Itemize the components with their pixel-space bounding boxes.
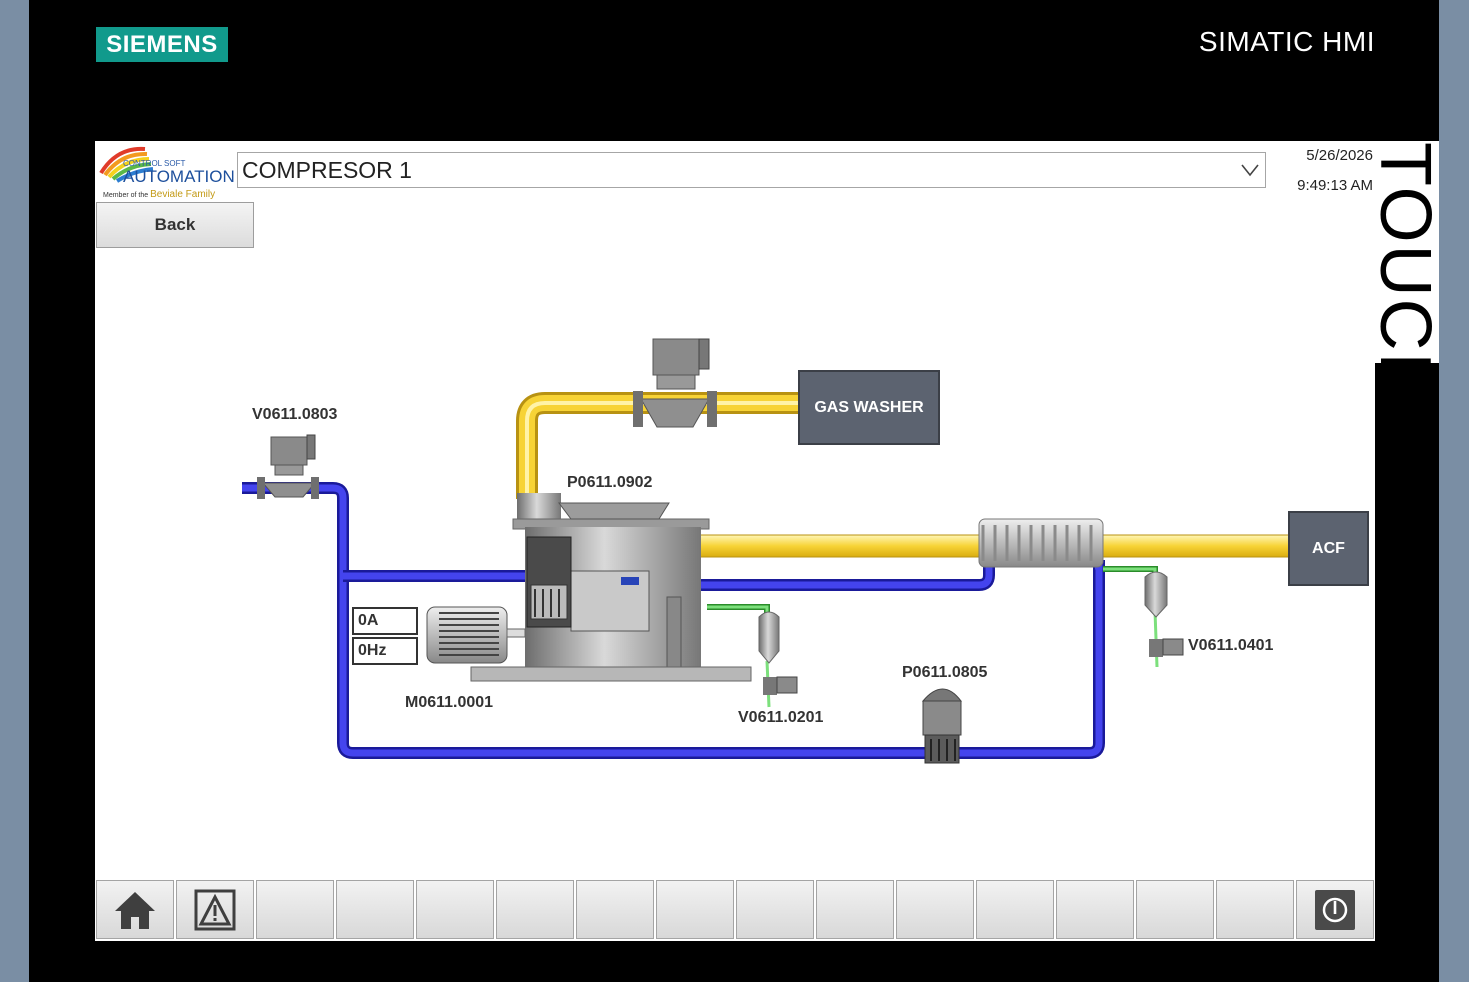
function-key-14[interactable] [1136,880,1214,939]
simatic-hmi-brand: SIMATIC HMI [1198,26,1375,57]
function-key-6[interactable] [496,880,574,939]
water-pipe-loop [242,482,1105,759]
home-button[interactable] [96,880,174,939]
pump-label: P0611.0805 [902,664,988,681]
process-diagram [242,338,1291,764]
function-key-9[interactable] [736,880,814,939]
function-key-10[interactable] [816,880,894,939]
motor-current-readout: 0A [352,607,418,635]
function-key-11[interactable] [896,880,974,939]
drain-separator-1-icon [758,611,798,695]
chevron-down-icon [1241,164,1259,177]
gas-pipe-top [516,392,799,499]
valve-top-icon [633,338,717,428]
function-key-4[interactable] [336,880,414,939]
back-button[interactable]: Back [96,202,254,248]
function-key-3[interactable] [256,880,334,939]
function-key-12[interactable] [976,880,1054,939]
logo-member-family: Beviale Family [150,189,216,200]
valve-label-v0611-0803: V0611.0803 [252,406,338,423]
power-icon [1315,889,1355,930]
company-logo: CONTROL SOFT AUTOMATION Member of the Be… [97,143,235,200]
date-display: 5/26/2026 [1306,147,1373,164]
heat-exchanger-coil [978,518,1104,568]
logo-main-text: AUTOMATION [123,167,235,186]
alarm-button[interactable] [176,880,254,939]
compressor-unit-icon [470,493,752,682]
motor-frequency-readout: 0Hz [352,637,418,665]
function-key-8[interactable] [656,880,734,939]
logo-small-text: CONTROL SOFT [123,159,186,168]
valve-label-v0611-0401: V0611.0401 [1188,637,1274,654]
function-key-7[interactable] [576,880,654,939]
touch-label: TOUCH [1365,142,1445,407]
power-button[interactable] [1296,880,1374,939]
logo-swoosh-icon [99,146,154,183]
gas-washer-button[interactable]: GAS WASHER [798,370,940,445]
touch-strip [1375,141,1439,363]
drain-separator-2-icon [1144,571,1184,657]
motor-m0611-0001-icon [426,606,526,664]
home-icon [115,891,155,929]
siemens-logo: SIEMENS [96,27,228,62]
acf-button[interactable]: ACF [1288,511,1369,586]
logo-member-prefix: Member of the [103,192,149,199]
pump-p0611-0805-icon [921,688,963,764]
logo-member-text: Member of the Beviale Family [103,189,215,200]
alarm-icon [194,889,236,930]
motor-label: M0611.0001 [405,694,494,711]
screen-select-dropdown[interactable]: COMPRESOR 1 [237,152,1266,188]
function-key-13[interactable] [1056,880,1134,939]
function-key-15[interactable] [1216,880,1294,939]
compressor-label: P0611.0902 [567,474,653,491]
valve-v0611-0803-icon [257,434,319,499]
function-key-bar [95,880,1375,941]
hmi-screen: CONTROL SOFT AUTOMATION Member of the Be… [95,141,1375,941]
time-display: 9:49:13 AM [1297,177,1373,194]
screen-select-value: COMPRESOR 1 [242,157,412,183]
function-key-5[interactable] [416,880,494,939]
valve-label-v0611-0201: V0611.0201 [738,709,824,726]
